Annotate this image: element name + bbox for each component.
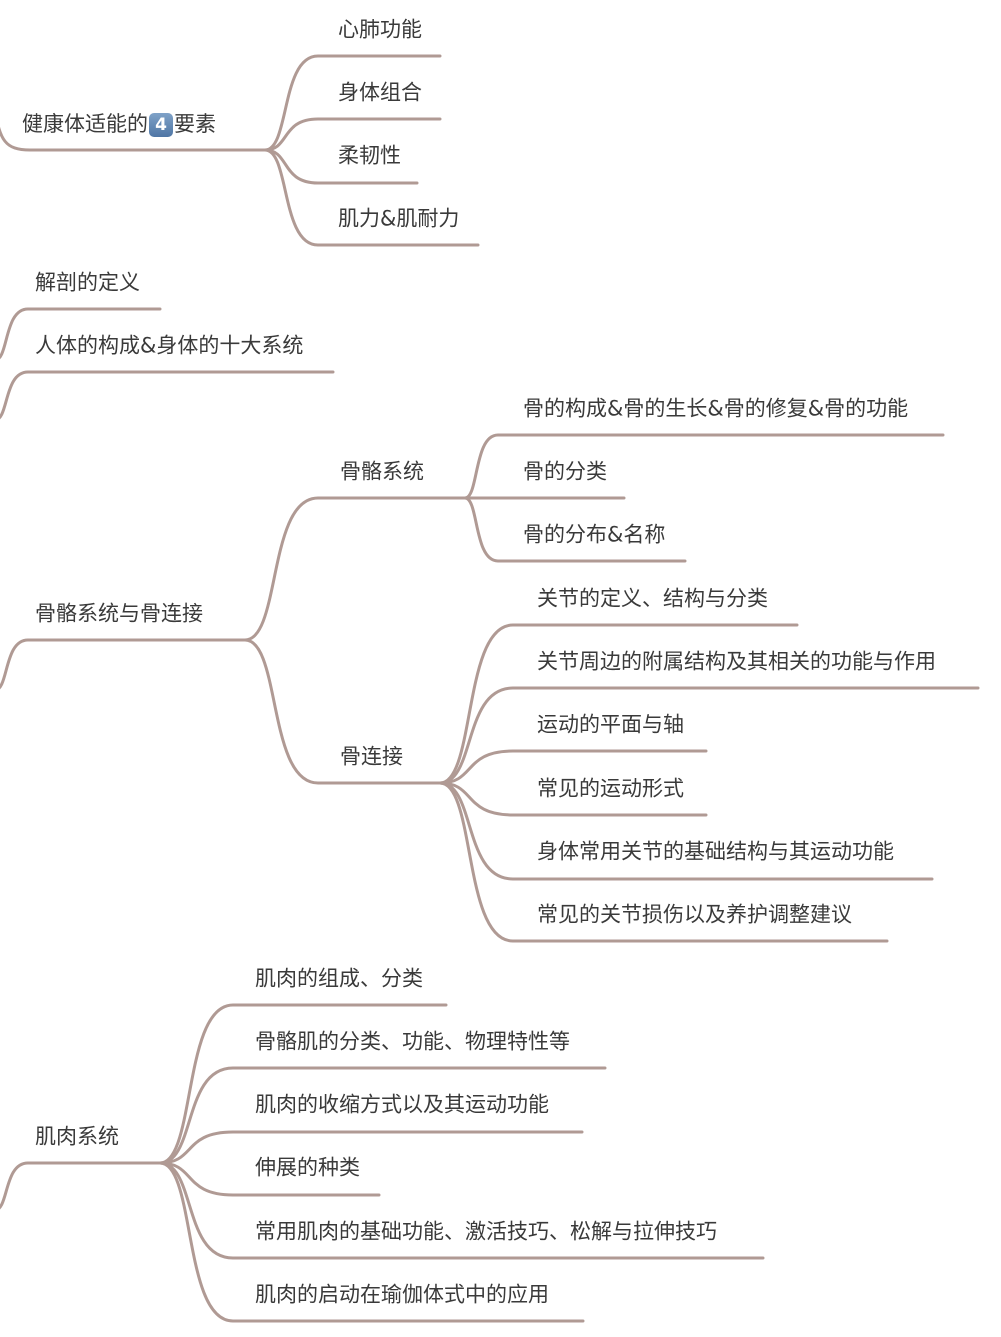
mind-map-node[interactable]: 解剖的定义: [35, 270, 140, 295]
connector-line: [263, 148, 419, 185]
mind-map-node[interactable]: 骨骼肌的分类、功能、物理特性等: [255, 1029, 570, 1054]
mind-map-node[interactable]: 人体的构成&身体的十大系统: [35, 333, 304, 358]
connector-line: [263, 117, 442, 152]
connector-line: [243, 638, 442, 785]
connector-line: [243, 496, 467, 642]
connector-line: [263, 54, 442, 152]
mind-map-node[interactable]: 骨连接: [340, 744, 403, 769]
connector-line: [158, 1066, 607, 1165]
connector-line: [438, 781, 708, 817]
mind-map-node[interactable]: 骨的构成&骨的生长&骨的修复&骨的功能: [523, 396, 909, 421]
mind-map-node[interactable]: 运动的平面与轴: [537, 712, 684, 737]
mind-map-node[interactable]: 关节的定义、结构与分类: [537, 586, 768, 611]
connector-line: [0, 638, 247, 690]
connector-line: [158, 1003, 448, 1165]
connector-line: [263, 148, 480, 247]
connector-line: [0, 1161, 162, 1210]
mind-map-node[interactable]: 心肺功能: [338, 17, 422, 42]
mind-map-node[interactable]: 肌力&肌耐力: [338, 206, 460, 231]
connector-line: [463, 433, 945, 500]
connector-line: [438, 781, 889, 943]
connector-line: [438, 623, 799, 785]
connector-line: [0, 370, 335, 420]
mind-map-node[interactable]: 常见的运动形式: [537, 776, 684, 801]
mind-map-node[interactable]: 骨的分类: [523, 459, 607, 484]
connector-line: [0, 126, 267, 152]
mind-map-node[interactable]: 肌肉的收缩方式以及其运动功能: [255, 1092, 549, 1117]
number-4-badge-icon: 4: [149, 113, 173, 137]
node-label: 健康体适能的: [22, 112, 148, 136]
mind-map-node[interactable]: 常见的关节损伤以及养护调整建议: [537, 902, 852, 927]
mind-map-node[interactable]: 柔韧性: [338, 143, 401, 168]
mind-map-node[interactable]: 肌肉的启动在瑜伽体式中的应用: [255, 1282, 549, 1307]
mind-map-node[interactable]: 常用肌肉的基础功能、激活技巧、松解与拉伸技巧: [255, 1219, 717, 1244]
connector-line: [438, 781, 934, 881]
mind-map-node[interactable]: 关节周边的附属结构及其相关的功能与作用: [537, 649, 936, 674]
mind-map-node[interactable]: 肌肉系统: [35, 1124, 119, 1149]
connector-line: [463, 496, 687, 563]
node-label: 要素: [174, 112, 216, 136]
mind-map-node[interactable]: 伸展的种类: [255, 1155, 360, 1180]
connector-line: [438, 686, 980, 785]
connector-line: [438, 749, 708, 785]
mind-map-node[interactable]: 身体组合: [338, 80, 422, 105]
connector-line: [158, 1161, 765, 1260]
connector-line: [158, 1161, 585, 1323]
connector-line: [0, 307, 162, 360]
mind-map-node[interactable]: 肌肉的组成、分类: [255, 966, 423, 991]
connector-line: [158, 1130, 584, 1165]
mind-map-node[interactable]: 身体常用关节的基础结构与其运动功能: [537, 839, 894, 864]
mind-map-node[interactable]: 骨骼系统与骨连接: [35, 601, 203, 626]
mind-map-node[interactable]: 骨骼系统: [340, 459, 424, 484]
connector-line: [158, 1161, 381, 1197]
mind-map-node[interactable]: 骨的分布&名称: [523, 522, 666, 547]
